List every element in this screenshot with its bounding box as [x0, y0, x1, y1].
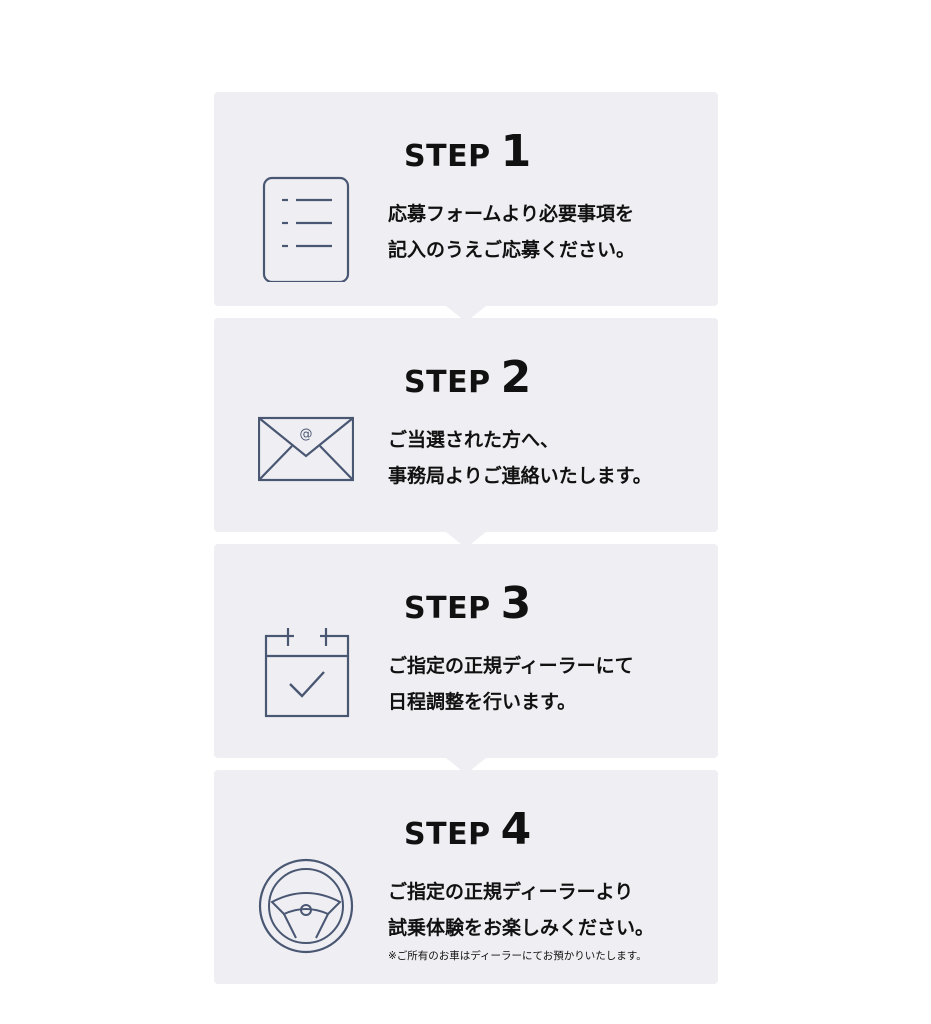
description-line: ご当選された方へ、	[388, 429, 560, 451]
description-line: ご指定の正規ディーラーにて	[388, 655, 634, 677]
step-4-description: ご指定の正規ディーラーより 試乗体験をお楽しみください。 ※ご所有のお車はディー…	[388, 874, 654, 964]
description-line: 日程調整を行います。	[388, 691, 577, 713]
step-4-heading: STEP 4	[404, 804, 532, 855]
calendar-check-icon	[258, 622, 354, 734]
step-1-card: STEP 1 応募フォームより必要事項を 記入のうえご応募ください。	[214, 92, 718, 322]
form-document-icon	[258, 170, 354, 282]
step-2-description: ご当選された方へ、 事務局よりご連絡いたします。	[388, 422, 652, 494]
step-3-description: ご指定の正規ディーラーにて 日程調整を行います。	[388, 648, 634, 720]
steering-wheel-icon	[258, 848, 354, 960]
description-line: ご指定の正規ディーラーより	[388, 881, 634, 903]
svg-text:@: @	[300, 427, 313, 442]
step-2-card: STEP 2 @ ご当選された方へ、 事務局よりご連絡いたします。	[214, 318, 718, 548]
step-1-heading: STEP 1	[404, 126, 532, 177]
step-label: STEP	[404, 817, 491, 852]
step-label: STEP	[404, 591, 491, 626]
step-4-card: STEP 4 ご指定の正規ディーラーより 試乗体験をお楽しみください。 ※ご所有の…	[214, 770, 718, 984]
description-line: 試乗体験をお楽しみください。	[388, 917, 655, 939]
step-connector-arrow	[446, 758, 486, 774]
description-line: 事務局よりご連絡いたします。	[388, 465, 652, 487]
step-number: 4	[500, 804, 532, 855]
step-label: STEP	[404, 139, 491, 174]
description-line: 記入のうえご応募ください。	[388, 239, 636, 261]
step-3-card: STEP 3 ご指定の正規ディーラーにて 日程調整を行います。	[214, 544, 718, 774]
step-label: STEP	[404, 365, 491, 400]
step-number: 3	[500, 578, 532, 629]
step-number: 1	[500, 126, 532, 177]
step-number: 2	[500, 352, 532, 403]
step-1-description: 応募フォームより必要事項を 記入のうえご応募ください。	[388, 196, 635, 268]
step-2-heading: STEP 2	[404, 352, 532, 403]
step-4-note: ※ご所有のお車はディーラーにてお預かりいたします。	[388, 950, 647, 962]
description-line: 応募フォームより必要事項を	[388, 203, 635, 225]
steps-list: STEP 1 応募フォームより必要事項を 記入のうえご応募ください。 STEP 2	[214, 92, 718, 984]
step-connector-arrow	[446, 532, 486, 548]
step-connector-arrow	[446, 306, 486, 322]
step-3-heading: STEP 3	[404, 578, 532, 629]
email-envelope-icon: @	[258, 396, 354, 508]
